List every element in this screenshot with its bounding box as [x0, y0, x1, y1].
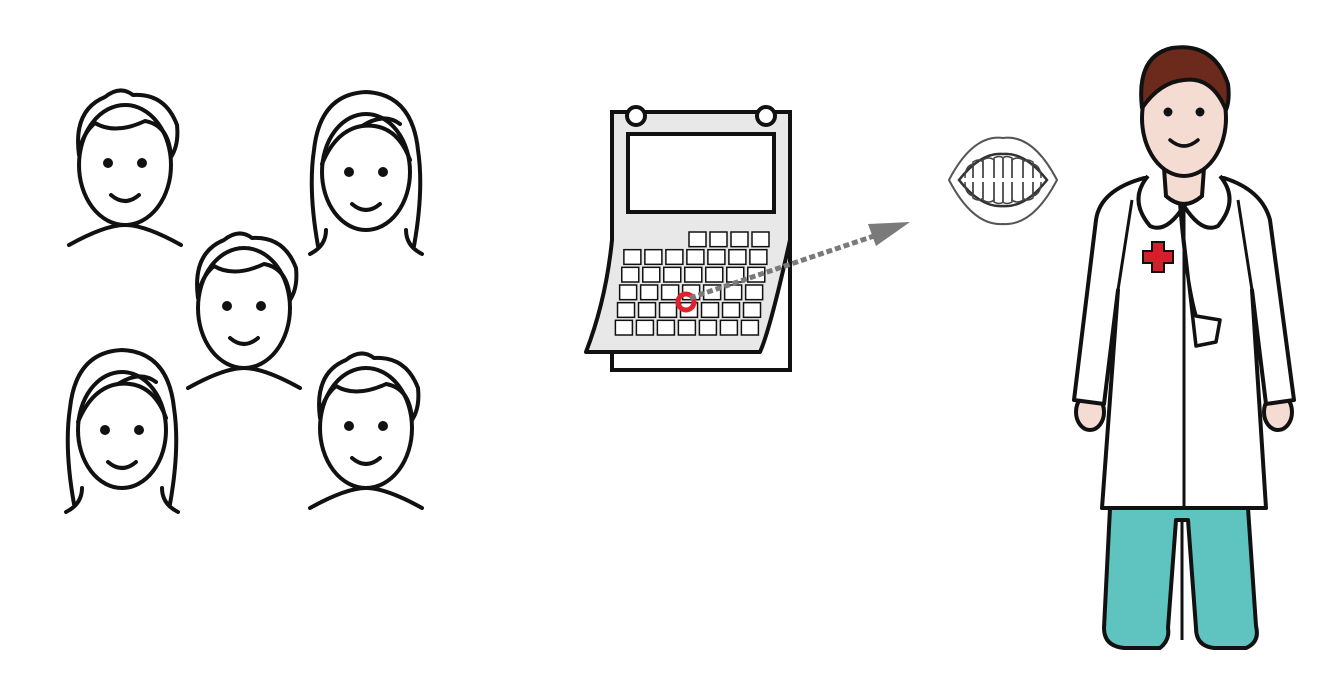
- calendar-day-cell: [666, 250, 683, 265]
- calendar-icon: [586, 107, 790, 370]
- calendar-day-cell: [720, 320, 737, 335]
- calendar-day-cell: [657, 320, 674, 335]
- calendar-day-cell: [678, 320, 695, 335]
- person-short-hair-icon: [69, 90, 181, 245]
- dentist-icon: [1074, 47, 1294, 648]
- calendar-day-cell: [662, 285, 679, 300]
- calendar-day-cell: [685, 267, 702, 282]
- calendar-day-cell: [710, 232, 727, 247]
- calendar-day-cell: [741, 320, 758, 335]
- calendar-day-cell: [639, 303, 656, 318]
- calendar-day-cell: [620, 285, 637, 300]
- calendar-day-cell: [615, 320, 632, 335]
- calendar-day-cell: [687, 250, 704, 265]
- person-long-hair-icon: [310, 92, 422, 254]
- group-of-people: [66, 90, 422, 512]
- calendar-day-cell: [699, 320, 716, 335]
- calendar-day-cell: [624, 250, 641, 265]
- calendar-day-cell: [723, 303, 740, 318]
- person-short-hair-icon: [188, 233, 300, 388]
- calendar-day-cell: [622, 267, 639, 282]
- calendar-day-cell: [746, 285, 763, 300]
- calendar-day-cell: [660, 303, 677, 318]
- calendar-day-cell: [752, 232, 769, 247]
- calendar-day-cell: [689, 232, 706, 247]
- calendar-day-cell: [645, 250, 662, 265]
- calendar-day-cell: [729, 250, 746, 265]
- calendar-day-cell: [731, 232, 748, 247]
- calendar-day-cell: [702, 303, 719, 318]
- calendar-day-cell: [641, 285, 658, 300]
- calendar-day-cell: [750, 250, 767, 265]
- calendar-day-cell: [744, 303, 761, 318]
- calendar-day-cell: [643, 267, 660, 282]
- calendar-day-cell: [706, 267, 723, 282]
- calendar-day-cell: [618, 303, 635, 318]
- calendar-day-cell: [636, 320, 653, 335]
- teeth-icon: [949, 138, 1057, 224]
- calendar-day-cell: [708, 250, 725, 265]
- calendar-day-cell: [664, 267, 681, 282]
- person-short-hair-icon: [310, 353, 422, 508]
- person-long-hair-icon: [66, 350, 178, 512]
